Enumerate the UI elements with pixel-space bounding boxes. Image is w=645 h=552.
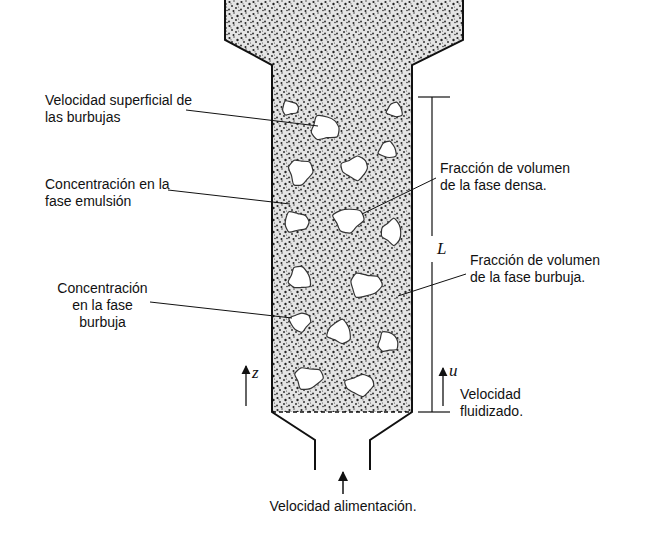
gas-bubble: [289, 313, 311, 332]
gas-bubble: [311, 116, 339, 140]
gas-bubble: [345, 374, 374, 396]
bubble-group: [283, 101, 403, 397]
bracket-tick: [418, 96, 450, 97]
leader-line: [398, 274, 466, 296]
column-wall: [370, 0, 463, 470]
gas-bubble: [378, 332, 398, 352]
callout-label: Fracción de volumen de la fase burbuja.: [470, 252, 605, 286]
length-bracket: [431, 97, 432, 236]
gas-bubble: [386, 102, 402, 117]
gas-bubble: [289, 160, 313, 185]
gas-bubble: [283, 101, 299, 115]
particle-bed: [225, 0, 463, 412]
symbol-label: u: [449, 362, 458, 379]
gas-bubble: [341, 156, 367, 181]
z-arrow: [245, 366, 246, 406]
callout-label: Velocidad superficial de las burbujas: [45, 92, 195, 126]
leader-line: [150, 302, 292, 318]
callout-label: Concentración en la fase burbuja: [50, 280, 155, 331]
leader-line: [168, 190, 290, 204]
gas-bubble: [351, 273, 382, 297]
gas-bubble: [327, 319, 351, 343]
callout-label: Concentración en la fase emulsión: [45, 176, 175, 210]
callout-label: Fracción de volumen de la fase densa.: [440, 160, 575, 194]
u-arrow: [442, 368, 443, 406]
gas-bubble: [295, 368, 324, 390]
column-wall: [225, 0, 315, 470]
distributor-plate: [272, 411, 412, 413]
bracket-tick: [418, 411, 450, 412]
gas-bubble: [333, 209, 364, 233]
gas-bubble: [285, 212, 309, 232]
callout-label: Velocidad alimentación.: [258, 498, 428, 515]
symbol-label: L: [437, 240, 446, 257]
leader-line: [186, 110, 318, 126]
feed-arrow: [342, 472, 344, 494]
gas-bubble: [381, 218, 400, 245]
callout-label: Velocidad fluidizado.: [460, 386, 555, 420]
gas-bubble: [288, 266, 310, 287]
particle-bed-texture: [225, 0, 463, 412]
gas-bubble: [378, 141, 396, 157]
symbol-label: z: [252, 364, 259, 381]
leader-line: [362, 178, 436, 214]
